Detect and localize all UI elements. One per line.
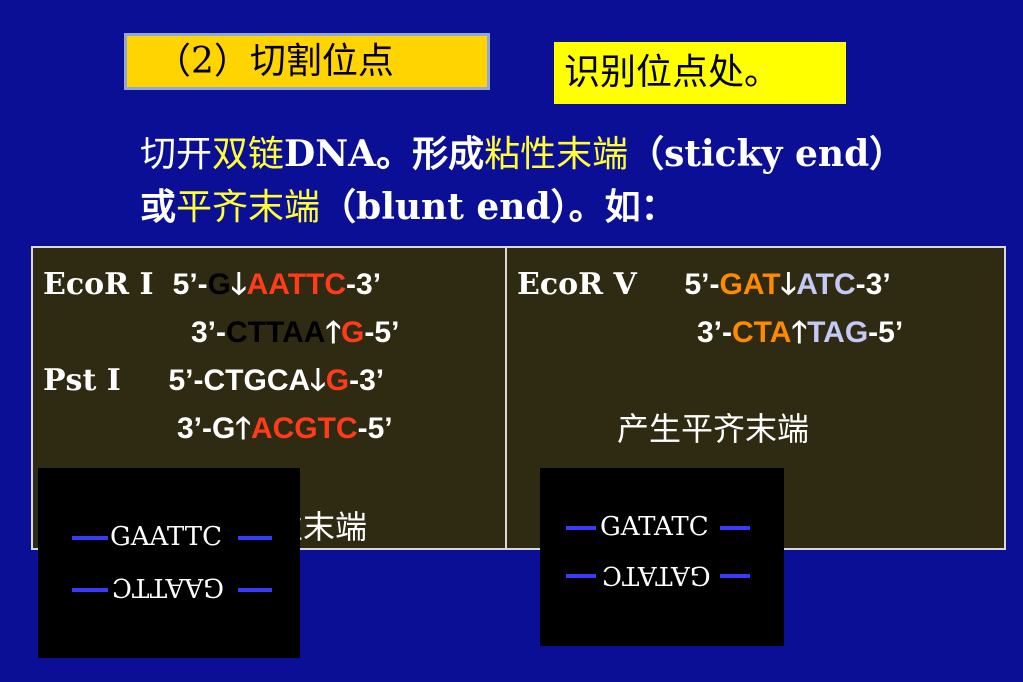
band-left: [72, 588, 108, 592]
ecorv-top-row: EcoR V 5’-GAT🡓ATC-3’: [517, 267, 891, 302]
highlight-sticky-end: 粘性末端: [484, 134, 629, 175]
ecori-label: EcoR I: [43, 267, 154, 302]
arrow-up-icon: 🡑: [235, 412, 251, 445]
psti-top-row: Pst I 5’-CTGCA🡓G-3’: [43, 363, 385, 398]
band-right: [238, 588, 272, 592]
band-left: [72, 536, 108, 540]
para-text-2: DNA。形成: [284, 133, 485, 175]
explanation-paragraph: 切开双链DNA。形成粘性末端（sticky end）或平齐末端（blunt en…: [140, 128, 940, 234]
ecori-top-row: EcoR I 5’-G🡓AATTC-3’: [43, 267, 382, 302]
arrow-up-icon: 🡑: [325, 316, 342, 349]
psti-bottom-row: 3’-G🡑ACGTC-5’: [177, 412, 393, 445]
highlight-double-strand: 双链: [212, 134, 285, 175]
arrow-down-icon: 🡓: [780, 268, 797, 301]
psti-label: Pst I: [43, 363, 121, 398]
ecorv-bottom-row: 3’-CTA🡑TAG-5’: [697, 316, 904, 349]
arrow-up-icon: 🡑: [791, 316, 808, 349]
band-left: [566, 574, 596, 578]
highlight-blunt-end: 平齐末端: [176, 187, 321, 228]
ecorv-label: EcoR V: [517, 267, 637, 302]
para-text-1: 切开: [140, 134, 213, 175]
gel-bottom-sequence: GAATTC: [112, 572, 224, 602]
band-right: [720, 526, 750, 530]
arrow-down-icon: 🡓: [231, 268, 247, 301]
para-text-3: （sticky end）或: [140, 133, 906, 228]
note-box: 识别位点处。: [554, 42, 846, 104]
gel-top-sequence: GAATTC: [110, 522, 222, 552]
ecori-bottom-row: 3’-CTTAA🡑G-5’: [191, 316, 400, 349]
arrow-down-icon: 🡓: [310, 364, 326, 397]
gel-image-right: GATATC GATATC: [540, 468, 784, 646]
para-text-4: （blunt end）。如：: [320, 186, 677, 228]
gel-image-left: GAATTC GAATTC: [38, 468, 300, 658]
gel-top-sequence: GATATC: [600, 512, 709, 542]
band-right: [238, 536, 272, 540]
band-right: [720, 574, 750, 578]
blunt-end-result: 产生平齐末端: [617, 410, 810, 448]
band-left: [566, 526, 596, 530]
gel-bottom-sequence: GATATC: [602, 560, 711, 590]
section-title: （2）切割位点: [124, 33, 490, 90]
